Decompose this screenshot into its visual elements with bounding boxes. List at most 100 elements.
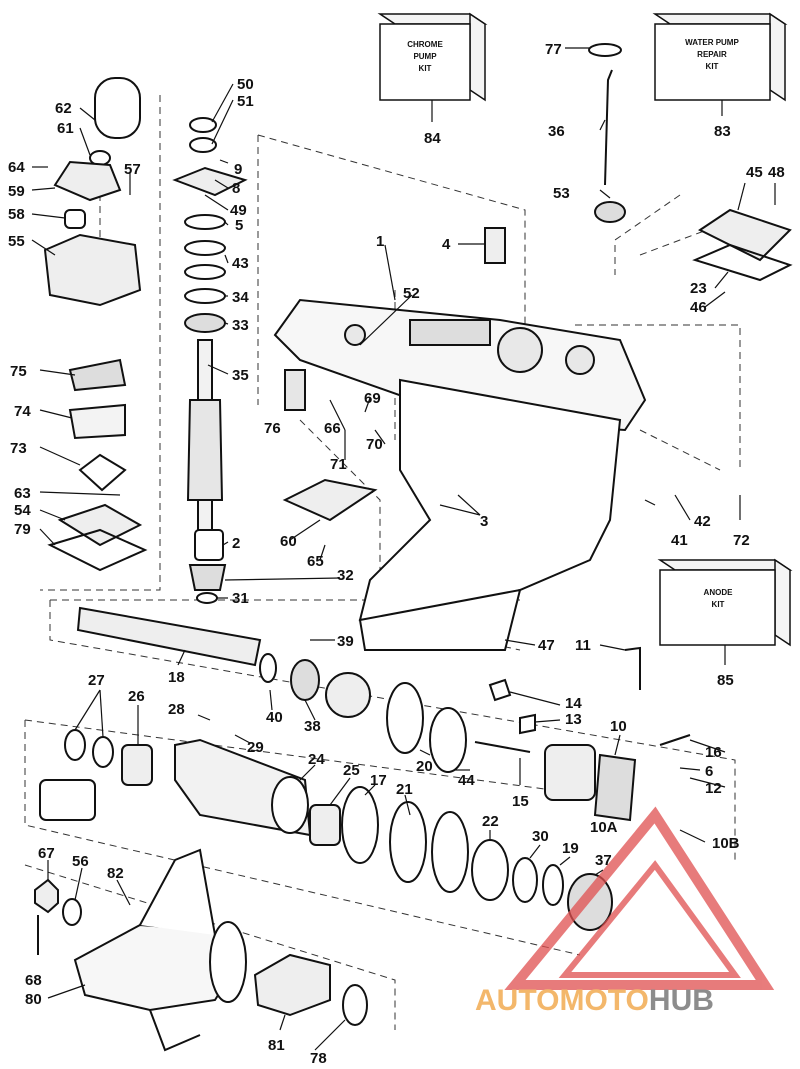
part-label-23: 23 [690, 280, 707, 297]
part-label-31: 31 [232, 590, 249, 607]
part-label-5: 5 [235, 217, 243, 234]
part-label-75: 75 [10, 363, 27, 380]
part-label-46: 46 [690, 299, 707, 316]
watermark-auto: AUTO [475, 984, 559, 1017]
part-label-73: 73 [10, 440, 27, 457]
part-label-53: 53 [553, 185, 570, 202]
part-label-71: 71 [330, 456, 347, 473]
part-label-50: 50 [237, 76, 254, 93]
part-label-16: 16 [705, 744, 722, 761]
part-label-17: 17 [370, 772, 387, 789]
part-label-10A: 10A [590, 819, 618, 836]
part-label-56: 56 [72, 853, 89, 870]
part-label-32: 32 [337, 567, 354, 584]
part-label-24: 24 [308, 751, 325, 768]
ref-83: 83 [714, 123, 731, 140]
part-label-72: 72 [733, 532, 750, 549]
water-pump-kit-line2: REPAIR [697, 50, 727, 59]
part-label-41: 41 [671, 532, 688, 549]
part-label-4: 4 [442, 236, 451, 253]
anode-kit-line1: ANODE [704, 588, 734, 597]
part-label-76: 76 [264, 420, 281, 437]
part-label-10: 10 [610, 718, 627, 735]
part-label-80: 80 [25, 991, 42, 1008]
watermark-text: AUTOMOTOHUB [475, 984, 714, 1017]
prop-shaft-gears [76, 606, 691, 822]
part-label-49: 49 [230, 202, 247, 219]
part-label-14: 14 [565, 695, 582, 712]
part-label-34: 34 [232, 289, 249, 306]
part-label-6: 6 [705, 763, 713, 780]
part-label-27: 27 [88, 672, 105, 689]
leader-lines [31, 47, 776, 1051]
part-label-66: 66 [324, 420, 341, 437]
part-number-labels: 123456891010A10B111213141516171819202122… [8, 41, 785, 1067]
water-pump-kit-box [652, 12, 788, 102]
chrome-pump-kit-box [377, 12, 488, 102]
part-label-69: 69 [364, 390, 381, 407]
part-label-78: 78 [310, 1050, 327, 1064]
part-label-33: 33 [232, 317, 249, 334]
water-pump-kit-line1: WATER PUMP [685, 38, 739, 47]
part-label-47: 47 [538, 637, 555, 654]
drive-shaft-stack [172, 117, 248, 604]
part-label-39: 39 [337, 633, 354, 650]
chrome-pump-kit-line3: KIT [419, 64, 432, 73]
part-label-12: 12 [705, 780, 722, 797]
part-label-60: 60 [280, 533, 297, 550]
part-label-77: 77 [545, 41, 562, 58]
part-label-70: 70 [366, 436, 383, 453]
part-label-63: 63 [14, 485, 31, 502]
part-label-9: 9 [234, 161, 242, 178]
part-label-13: 13 [565, 711, 582, 728]
part-label-81: 81 [268, 1037, 285, 1054]
part-label-61: 61 [57, 120, 74, 137]
anode-kit-box [657, 558, 793, 647]
part-label-22: 22 [482, 813, 499, 830]
part-label-8: 8 [232, 180, 240, 197]
chrome-pump-kit-line2: PUMP [413, 52, 437, 61]
part-label-48: 48 [768, 164, 785, 181]
propeller-assembly [34, 848, 368, 1052]
part-label-82: 82 [107, 865, 124, 882]
kit-leaders [431, 100, 726, 665]
part-label-1: 1 [376, 233, 384, 250]
watermark-moto: MOTO [559, 984, 648, 1017]
bearing-housing-group [39, 729, 613, 931]
part-label-37: 37 [595, 852, 612, 869]
part-label-21: 21 [396, 781, 413, 798]
part-label-30: 30 [532, 828, 549, 845]
part-label-64: 64 [8, 159, 25, 176]
part-label-42: 42 [694, 513, 711, 530]
part-label-25: 25 [343, 762, 360, 779]
part-label-54: 54 [14, 502, 31, 519]
part-label-29: 29 [247, 739, 264, 756]
part-label-43: 43 [232, 255, 249, 272]
part-label-20: 20 [416, 758, 433, 775]
ref-84: 84 [424, 130, 441, 147]
part-label-40: 40 [266, 709, 283, 726]
part-label-51: 51 [237, 93, 254, 110]
part-label-38: 38 [304, 718, 321, 735]
part-label-58: 58 [8, 206, 25, 223]
anode-kit-line2: KIT [712, 600, 725, 609]
part-label-45: 45 [746, 164, 763, 181]
part-label-55: 55 [8, 233, 25, 250]
part-label-79: 79 [14, 521, 31, 538]
part-label-2: 2 [232, 535, 240, 552]
part-label-10B: 10B [712, 835, 740, 852]
upper-right-parts [282, 43, 793, 522]
part-label-67: 67 [38, 845, 55, 862]
part-label-44: 44 [458, 772, 475, 789]
part-label-59: 59 [8, 183, 25, 200]
watermark-logo [504, 806, 775, 990]
part-label-52: 52 [403, 285, 420, 302]
part-label-15: 15 [512, 793, 529, 810]
part-label-62: 62 [55, 100, 72, 117]
water-pump-group [43, 77, 148, 572]
part-label-36: 36 [548, 123, 565, 140]
gearcase-housing [273, 298, 647, 651]
part-label-57: 57 [124, 161, 141, 178]
